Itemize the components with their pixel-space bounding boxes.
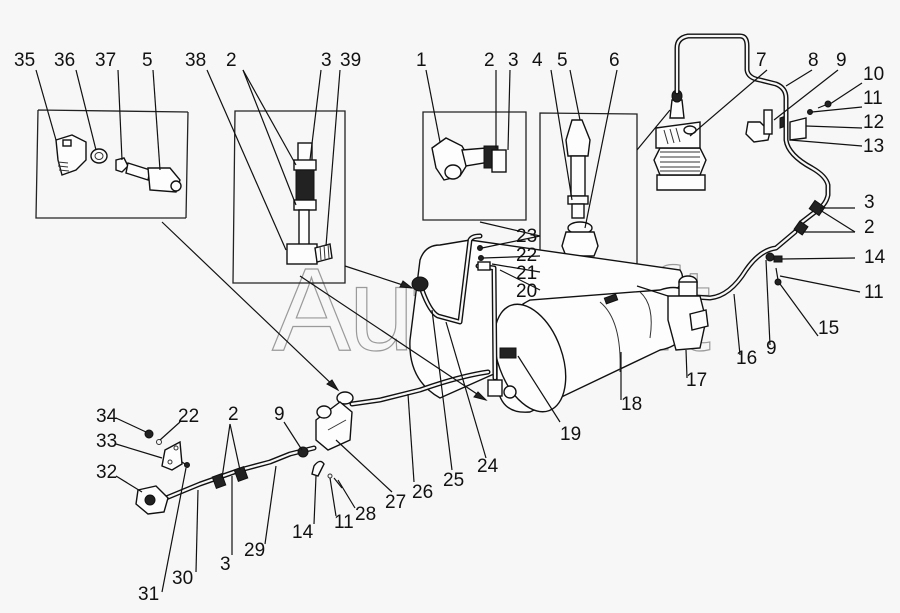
inset-box-hose-38-39 <box>232 110 346 284</box>
callout-26: 26 <box>412 482 433 503</box>
callout-19: 19 <box>560 424 581 445</box>
callout-9: 9 <box>766 338 777 359</box>
washer-11 <box>807 109 813 115</box>
nut-34 <box>144 429 154 439</box>
callout-1: 1 <box>416 50 427 71</box>
callout-12: 12 <box>863 112 884 133</box>
tee-fitting-19 <box>487 347 517 399</box>
compressor-7 <box>653 89 707 191</box>
hose-assembly-38-39 <box>286 142 333 265</box>
pipe-16 <box>677 229 798 301</box>
callout-25: 25 <box>443 470 464 491</box>
pipe-26 <box>349 369 491 407</box>
air-receiver-18 <box>409 239 691 413</box>
callout-3: 3 <box>508 50 519 71</box>
callout-3: 3 <box>864 192 875 213</box>
callout-39: 39 <box>340 50 361 71</box>
callout-18: 18 <box>621 394 642 415</box>
callout-28: 28 <box>355 504 376 525</box>
inset-box-elbow-1 <box>422 111 527 221</box>
pipe-20-24-25 <box>411 233 498 381</box>
callout-24: 24 <box>477 456 499 477</box>
pipe-8 <box>674 33 831 225</box>
callout-38: 38 <box>185 50 206 71</box>
callout-22: 22 <box>178 406 199 427</box>
callout-11: 11 <box>334 512 354 533</box>
sealing-ring-36 <box>90 148 108 164</box>
callout-35: 35 <box>14 50 35 71</box>
callout-13: 13 <box>863 136 884 157</box>
coupling-head-32 <box>135 485 169 515</box>
callout-6: 6 <box>609 50 620 71</box>
callout-8: 8 <box>808 50 819 71</box>
callout-20: 20 <box>516 281 537 302</box>
elbow-fitting-35 <box>55 134 87 176</box>
callout-7: 7 <box>756 50 767 71</box>
callout-32: 32 <box>96 462 117 483</box>
callout-33: 33 <box>96 431 117 452</box>
callout-17: 17 <box>686 370 707 391</box>
valve-27 <box>315 391 354 451</box>
hose-line-29-30 <box>163 445 317 501</box>
callout-11: 11 <box>864 282 884 303</box>
callout-22: 22 <box>516 245 537 266</box>
callout-29: 29 <box>244 540 265 561</box>
callout-2: 2 <box>484 50 495 71</box>
callout-14: 14 <box>864 247 886 268</box>
callout-2: 2 <box>228 404 239 425</box>
callout-23: 23 <box>516 226 537 247</box>
callout-2: 2 <box>226 50 237 71</box>
nipple-37-nut-5 <box>115 157 182 193</box>
valve-17 <box>667 275 709 351</box>
washer-22-lower <box>156 439 162 445</box>
callout-9: 9 <box>274 404 285 425</box>
sensor-5-hose-4-adapter-6 <box>561 119 599 277</box>
callout-11: 11 <box>863 88 883 109</box>
callout-21: 21 <box>516 263 537 284</box>
callout-2: 2 <box>864 217 875 238</box>
callout-15: 15 <box>818 318 839 339</box>
callout-34: 34 <box>96 406 118 427</box>
bolt-10 <box>817 100 832 109</box>
inset-box-fitting-35-37 <box>35 109 189 219</box>
callout-5: 5 <box>557 50 568 71</box>
arrowheads <box>326 280 488 401</box>
callout-3: 3 <box>220 554 231 575</box>
callout-16: 16 <box>736 348 757 369</box>
callout-3: 3 <box>321 50 332 71</box>
clamp-bracket-12-13 <box>745 109 807 143</box>
callout-36: 36 <box>54 50 75 71</box>
callout-30: 30 <box>172 568 193 589</box>
leader-lines <box>35 69 863 593</box>
callout-9: 9 <box>836 50 847 71</box>
callout-labels: 35 36 37 5 38 2 3 39 1 2 3 4 5 6 7 8 9 1… <box>14 50 886 605</box>
clamp-14-lower <box>311 460 325 477</box>
elbow-1-with-clamp <box>431 137 507 181</box>
callout-31: 31 <box>138 584 159 605</box>
callout-14: 14 <box>292 522 314 543</box>
callout-37: 37 <box>95 50 116 71</box>
callout-4: 4 <box>532 50 543 71</box>
callout-27: 27 <box>385 492 406 513</box>
callout-5: 5 <box>142 50 153 71</box>
bracket-33 <box>161 440 183 471</box>
callout-10: 10 <box>863 64 884 85</box>
bolt-31 <box>181 461 190 468</box>
